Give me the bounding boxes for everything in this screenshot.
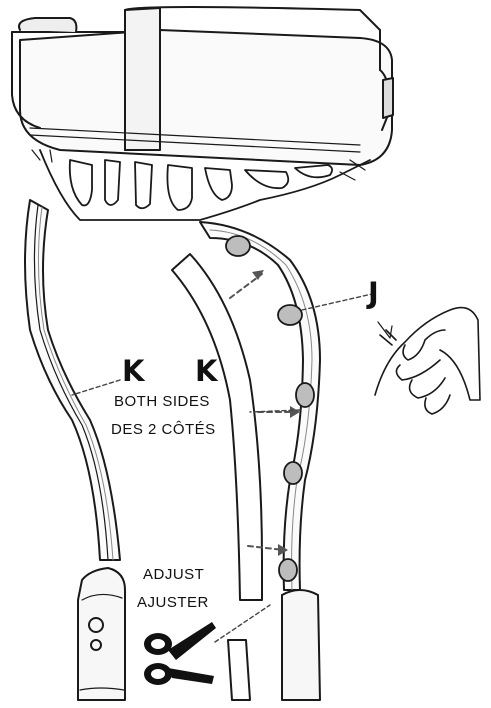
label-ajuster: AJUSTER: [137, 594, 209, 611]
pad-1: [226, 236, 250, 256]
thigh-cuff: [12, 7, 393, 165]
label-adjust: ADJUST: [143, 566, 204, 583]
label-both-sides: BOTH SIDES: [114, 393, 210, 410]
pad-3: [296, 383, 314, 407]
strap-piece: [172, 254, 262, 700]
pad-2: [278, 305, 302, 325]
pad-4: [284, 462, 302, 484]
hand-peel-icon: [375, 308, 480, 414]
right-shin-cuff: [282, 590, 320, 700]
left-upright: [25, 200, 120, 560]
label-k-right: K: [195, 354, 217, 388]
label-j: J: [368, 276, 379, 310]
label-k-left: K: [122, 354, 144, 388]
pad-5: [279, 559, 297, 581]
left-shin-cuff: [78, 568, 125, 700]
scissors-icon: [144, 622, 216, 685]
label-des-2-cotes: DES 2 CÔTÉS: [111, 421, 216, 438]
